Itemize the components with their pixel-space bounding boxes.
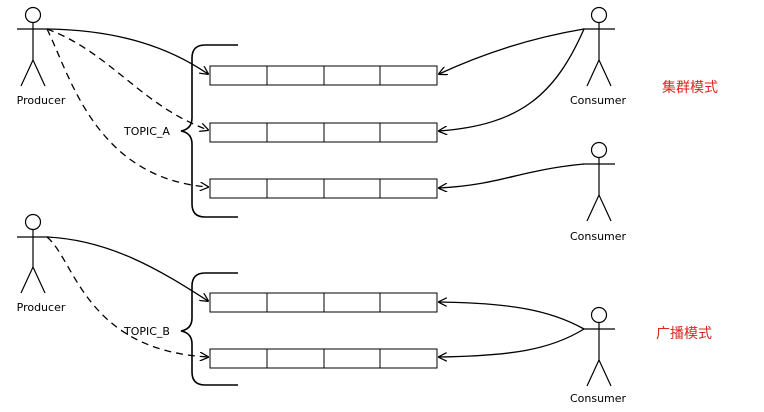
consumer-2-figure-icon (583, 141, 615, 222)
producer-2-to-queue-b-2-arrow (46, 236, 208, 357)
producer-1-figure-icon (17, 6, 49, 87)
consumer-3-to-queue-b-1-arrow (439, 302, 585, 330)
queue-a-1 (209, 65, 438, 86)
broadcast-mode-label: 广播模式 (656, 326, 712, 342)
consumer-2-label: Consumer (570, 230, 627, 243)
consumer-3-label: Consumer (570, 392, 627, 405)
producer-1-to-queue-a-1-arrow (46, 28, 208, 74)
queue-a-3 (209, 178, 438, 199)
topic-b-brace (180, 272, 238, 386)
topic-a-label: TOPIC_A (123, 125, 170, 138)
topic-a-brace (180, 44, 238, 218)
cluster-mode-label: 集群模式 (662, 79, 718, 96)
queue-b-1 (209, 292, 438, 313)
consumer-1-figure-icon (583, 6, 615, 87)
consumer-3-to-queue-b-2-arrow (439, 328, 585, 357)
queue-a-2 (209, 122, 438, 143)
consumer-1-to-queue-a-1-arrow (439, 28, 585, 74)
producer-1-to-queue-a-3-arrow (46, 28, 208, 187)
consumer-3-figure-icon (583, 306, 615, 387)
producer-2-figure-icon (17, 213, 49, 294)
consumer-1-to-queue-a-2-arrow (439, 28, 585, 131)
producer-2-to-queue-b-1-arrow (46, 236, 208, 301)
producer-1-to-queue-a-2-arrow (46, 28, 208, 130)
producer-1-label: Producer (17, 94, 66, 107)
producer-2-label: Producer (17, 301, 66, 314)
topic-b-label: TOPIC_B (123, 325, 170, 338)
consumer-2-to-queue-a-3-arrow (439, 163, 585, 188)
queue-b-2 (209, 348, 438, 369)
consumer-1-label: Consumer (570, 94, 627, 107)
